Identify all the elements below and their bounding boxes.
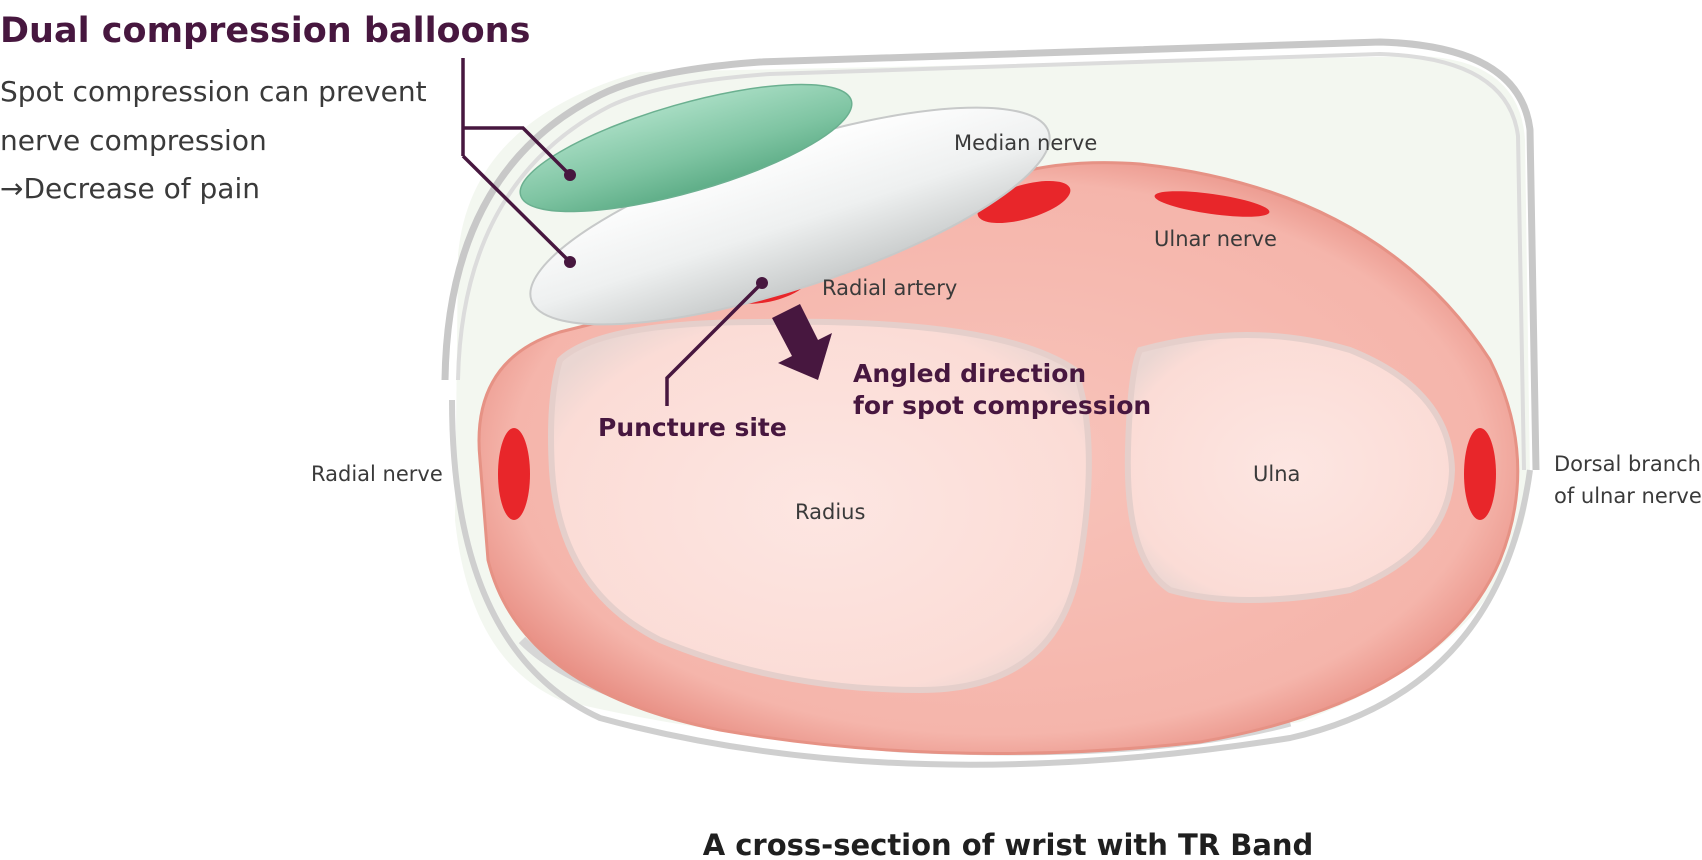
description-line-3: →Decrease of pain bbox=[0, 172, 260, 205]
label-puncture-site: Puncture site bbox=[598, 413, 787, 442]
leader-line-white bbox=[461, 154, 572, 264]
green-balloon-dot bbox=[564, 169, 576, 181]
dorsal-branch-mark bbox=[1464, 428, 1496, 520]
label-angled-direction-line-2: for spot compression bbox=[853, 391, 1151, 420]
label-ulna: Ulna bbox=[1253, 462, 1300, 486]
median-nerve-mark bbox=[977, 180, 1071, 224]
compression-direction-arrow bbox=[772, 304, 832, 380]
ulnar-nerve-mark bbox=[1154, 191, 1270, 217]
band-bottom-strap bbox=[449, 399, 1533, 768]
description-line-1: Spot compression can prevent bbox=[0, 75, 427, 108]
leader-line-green bbox=[463, 126, 572, 177]
leader-line-puncture bbox=[665, 281, 764, 406]
label-angled-direction-line-1: Angled direction bbox=[853, 359, 1086, 388]
band-outer-strap-inner bbox=[456, 51, 1526, 471]
label-median-nerve: Median nerve bbox=[954, 131, 1097, 155]
radial-nerve-mark bbox=[498, 428, 530, 520]
band-outer-strap bbox=[441, 38, 1540, 471]
balloon-leader-lines bbox=[461, 58, 764, 406]
ulna-bone bbox=[1124, 332, 1456, 603]
figure-caption: A cross-section of wrist with TR Band bbox=[703, 828, 1314, 860]
description-line-2: nerve compression bbox=[0, 124, 267, 157]
label-dorsal-branch-line-1: Dorsal branch bbox=[1554, 452, 1701, 476]
label-radial-nerve: Radial nerve bbox=[311, 462, 443, 486]
diagram-title: Dual compression balloons bbox=[0, 11, 530, 51]
label-ulnar-nerve: Ulnar nerve bbox=[1154, 227, 1277, 251]
white-balloon-dot bbox=[564, 256, 576, 268]
label-radial-artery: Radial artery bbox=[822, 276, 957, 300]
radius-bone bbox=[548, 318, 1092, 694]
puncture-site-dot bbox=[756, 277, 768, 289]
label-radius: Radius bbox=[795, 500, 865, 524]
green-balloon bbox=[519, 83, 853, 213]
label-dorsal-branch-line-2: of ulnar nerve bbox=[1554, 484, 1702, 508]
